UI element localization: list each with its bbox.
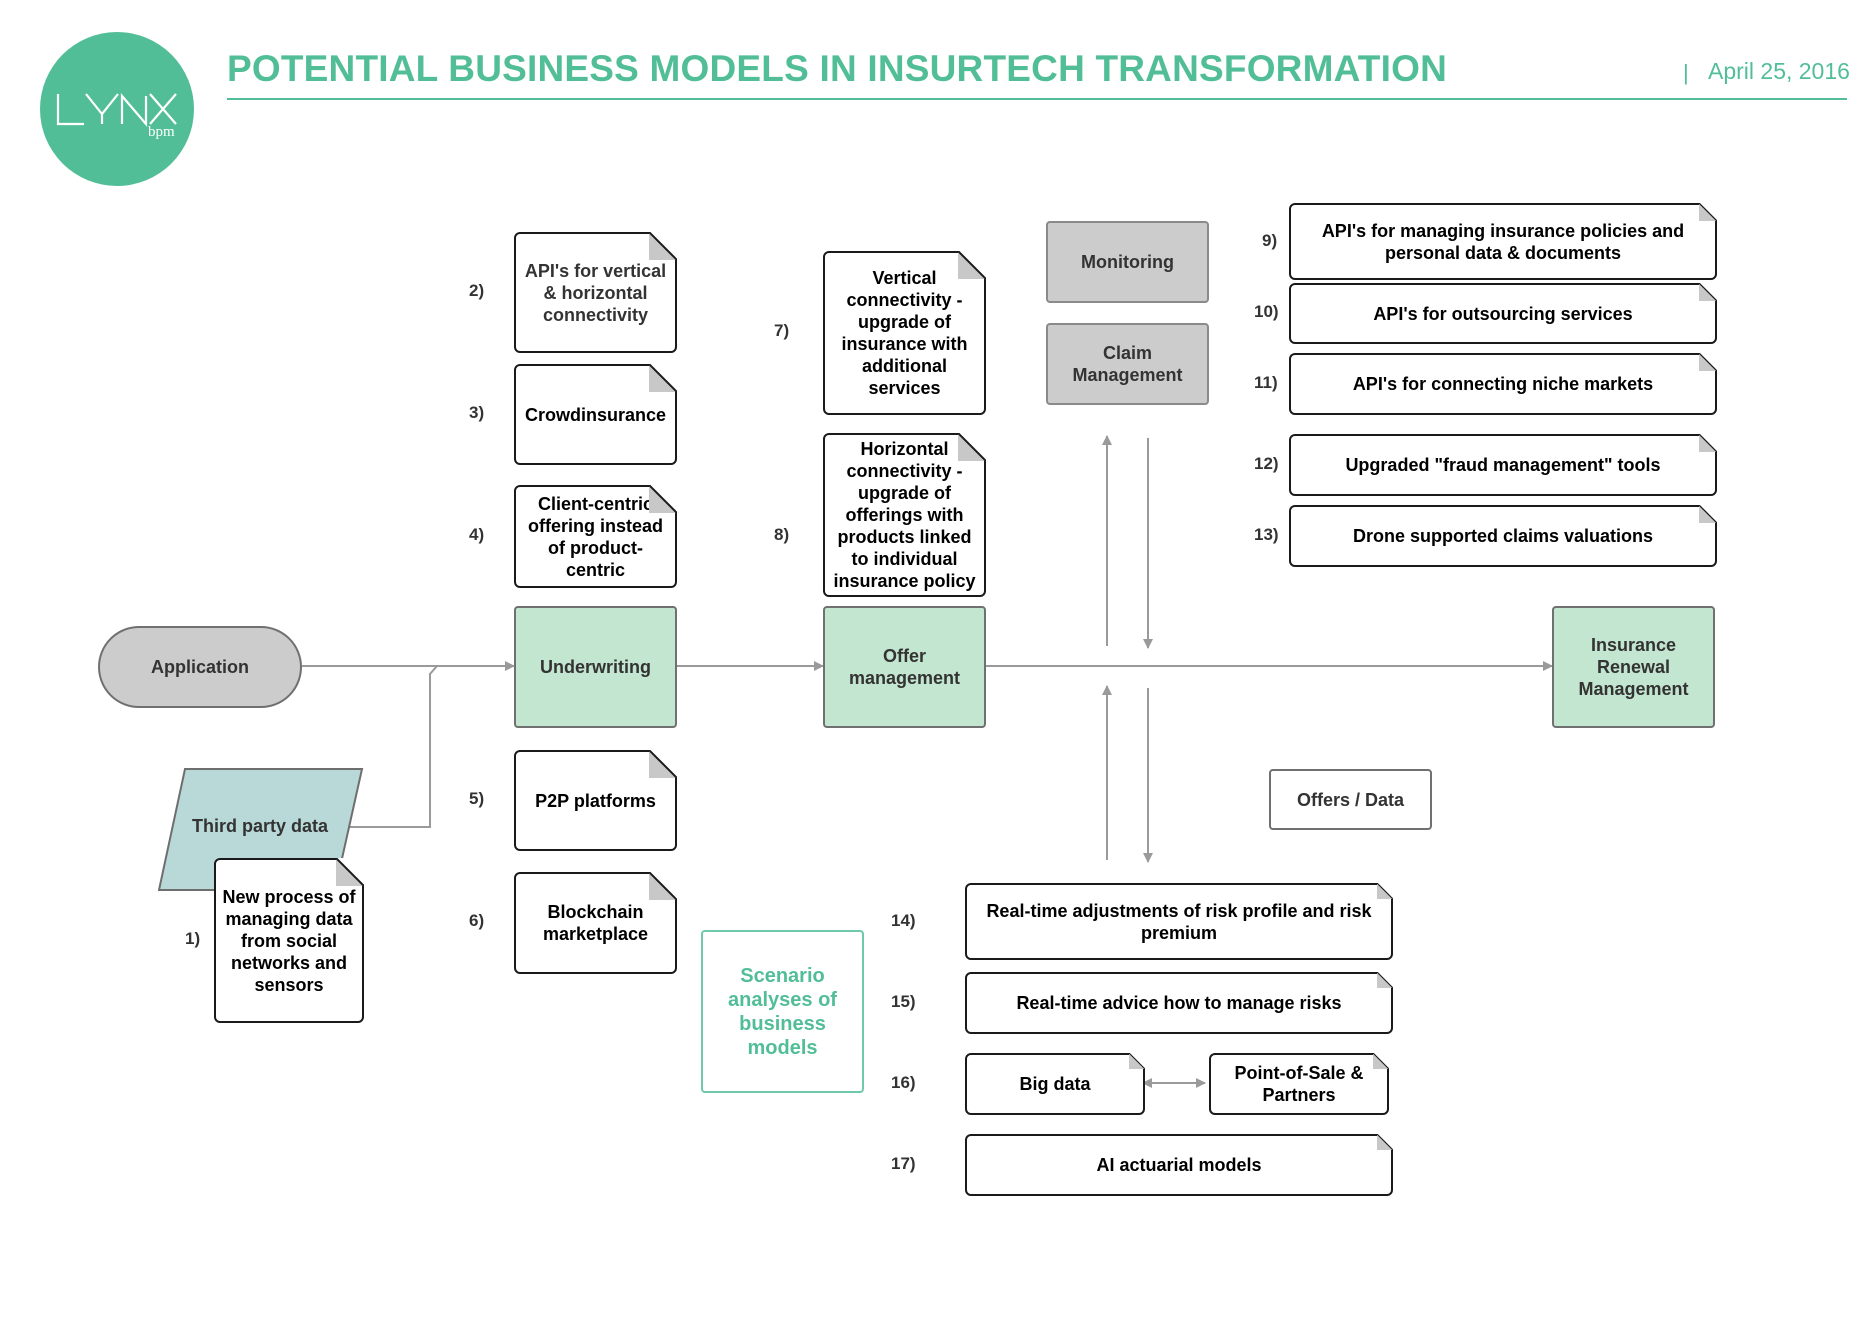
model-text-5: P2P platforms xyxy=(535,790,656,811)
application-node: Application xyxy=(98,626,302,708)
model-number-4: 4) xyxy=(469,525,485,544)
logo-sub: bpm xyxy=(148,124,175,140)
model-text-16: Big data xyxy=(1019,1074,1091,1094)
model-text-4: Client-centric offering instead of produ… xyxy=(527,493,663,580)
model-note-14: Real-time adjustments of risk profile an… xyxy=(965,883,1393,960)
model-note-9: API's for managing insurance policies an… xyxy=(1289,203,1717,280)
model-number-5: 5) xyxy=(469,789,485,808)
model-note-4: Client-centric offering instead of produ… xyxy=(514,485,677,588)
model-number-9: 9) xyxy=(1262,231,1278,250)
page-fold-icon xyxy=(1699,283,1717,301)
third-party-data-label: Third party data xyxy=(192,816,329,836)
page-fold-icon xyxy=(958,251,986,279)
model-number-1: 1) xyxy=(185,929,201,948)
page-fold-icon xyxy=(1699,434,1717,452)
offers-data-node: Offers / Data xyxy=(1269,769,1432,830)
page-fold-icon xyxy=(1699,353,1717,371)
model-text-6: Blockchain marketplace xyxy=(542,902,649,944)
model-number-8: 8) xyxy=(774,525,790,544)
model-text-17: AI actuarial models xyxy=(1096,1155,1262,1175)
model-note-15: Real-time advice how to manage risks xyxy=(965,972,1393,1034)
model-note-10: API's for outsourcing services xyxy=(1289,283,1717,344)
page-fold-icon xyxy=(649,232,677,260)
page-fold-icon xyxy=(336,858,364,886)
underwriting-node: Underwriting xyxy=(514,606,677,728)
model-number-17: 17) xyxy=(891,1154,916,1173)
model-number-14: 14) xyxy=(891,911,916,930)
page-fold-icon xyxy=(649,485,677,513)
model-note-6: Blockchain marketplace xyxy=(514,872,677,974)
model-text-8: Horizontal connectivity - upgrade of off… xyxy=(833,439,976,591)
model-note-2: API's for vertical & horizontal connecti… xyxy=(514,232,677,353)
model-text-3: Crowdinsurance xyxy=(524,404,667,425)
offer-management-node: Offer management xyxy=(823,606,986,728)
model-note-12: Upgraded "fraud management" tools xyxy=(1289,434,1717,496)
model-number-13: 13) xyxy=(1254,525,1279,544)
model-number-16: 16) xyxy=(891,1073,916,1092)
page-fold-icon xyxy=(649,872,677,900)
model-note-16-pos-partners: Point-of-Sale & Partners xyxy=(1209,1053,1389,1115)
title-separator: | xyxy=(1683,60,1689,85)
renewal-management-node: Insurance Renewal Management xyxy=(1552,606,1715,728)
model-number-3: 3) xyxy=(469,403,485,422)
page-fold-icon xyxy=(649,750,677,778)
model-note-5: P2P platforms xyxy=(514,750,677,851)
model-text-16-partner: Point-of-Sale & Partners xyxy=(1234,1063,1364,1105)
model-text-14: Real-time adjustments of risk profile an… xyxy=(986,900,1372,943)
model-number-12: 12) xyxy=(1254,454,1279,473)
model-number-15: 15) xyxy=(891,992,916,1011)
model-note-13: Drone supported claims valuations xyxy=(1289,505,1717,567)
model-note-7: Vertical connectivity - upgrade of insur… xyxy=(823,251,986,415)
model-text-10: API's for outsourcing services xyxy=(1373,303,1633,324)
model-number-6: 6) xyxy=(469,911,485,930)
model-number-11: 11) xyxy=(1254,373,1278,392)
page-fold-icon xyxy=(1377,1134,1393,1150)
page-fold-icon xyxy=(1373,1053,1389,1069)
monitoring-node: Monitoring xyxy=(1046,221,1209,303)
model-text-7: Vertical connectivity - upgrade of insur… xyxy=(841,268,968,398)
model-note-3: Crowdinsurance xyxy=(514,364,677,465)
title-underline xyxy=(227,98,1847,100)
model-note-17: AI actuarial models xyxy=(965,1134,1393,1196)
page-fold-icon xyxy=(1699,203,1717,221)
page-fold-icon xyxy=(1699,505,1717,523)
page-title: POTENTIAL BUSINESS MODELS IN INSURTECH T… xyxy=(227,48,1447,89)
model-text-1: New process of managing data from social… xyxy=(222,886,356,995)
page-fold-icon xyxy=(649,364,677,392)
page-date: April 25, 2016 xyxy=(1708,58,1850,84)
model-note-8: Horizontal connectivity - upgrade of off… xyxy=(823,433,986,597)
claim-management-node: Claim Management xyxy=(1046,323,1209,405)
model-number-7: 7) xyxy=(774,321,790,340)
model-text-2: API's for vertical & horizontal connecti… xyxy=(524,260,667,325)
model-text-9: API's for managing insurance policies an… xyxy=(1321,220,1685,263)
model-text-12: Upgraded "fraud management" tools xyxy=(1345,455,1661,475)
lynx-logo: bpm xyxy=(40,32,194,186)
page-fold-icon xyxy=(1129,1053,1145,1069)
model-text-11: API's for connecting niche markets xyxy=(1352,374,1654,394)
page-fold-icon xyxy=(958,433,986,461)
model-text-15: Real-time advice how to manage risks xyxy=(1016,993,1342,1013)
scenario-analyses-box: Scenario analyses of business models xyxy=(701,930,864,1093)
model-note-11: API's for connecting niche markets xyxy=(1289,353,1717,415)
model-number-10: 10) xyxy=(1254,302,1279,321)
model-number-2: 2) xyxy=(469,281,485,300)
model-note-16-big-data: Big data xyxy=(965,1053,1145,1115)
page-fold-icon xyxy=(1377,972,1393,988)
model-note-1: New process of managing data from social… xyxy=(214,858,364,1023)
model-text-13: Drone supported claims valuations xyxy=(1352,526,1654,546)
page-fold-icon xyxy=(1377,883,1393,899)
